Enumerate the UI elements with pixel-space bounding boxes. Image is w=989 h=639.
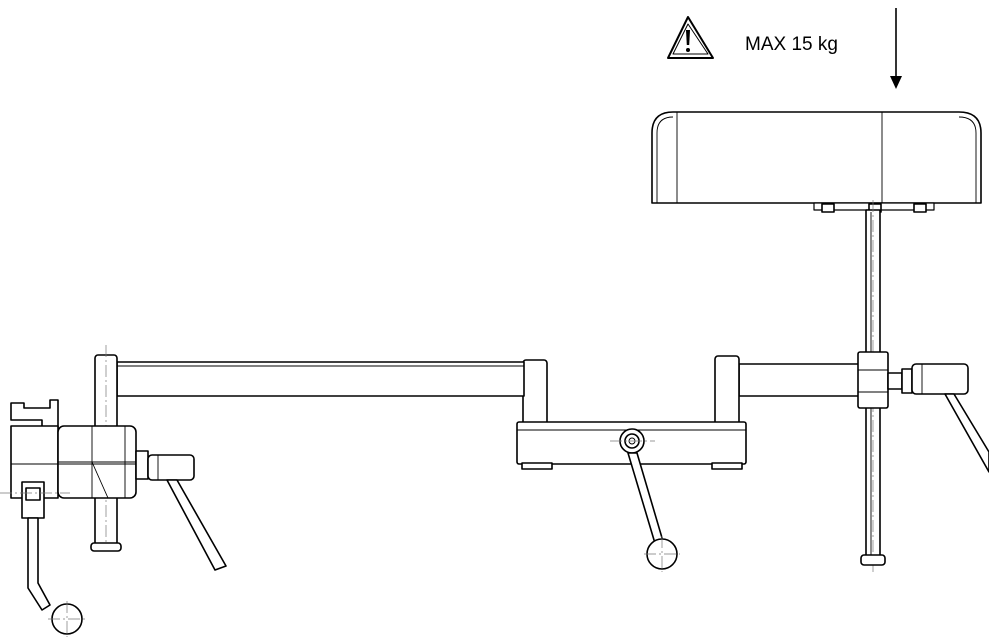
max-load-label: MAX 15 kg xyxy=(745,34,838,55)
long-arm-bar xyxy=(116,361,525,397)
middle-coupling xyxy=(516,359,747,572)
left-rail-clamp xyxy=(0,345,227,637)
load-direction-arrow xyxy=(890,8,902,89)
right-arm-segment xyxy=(714,351,989,473)
warning-triangle-icon xyxy=(667,16,714,59)
arm-pad xyxy=(651,111,982,213)
